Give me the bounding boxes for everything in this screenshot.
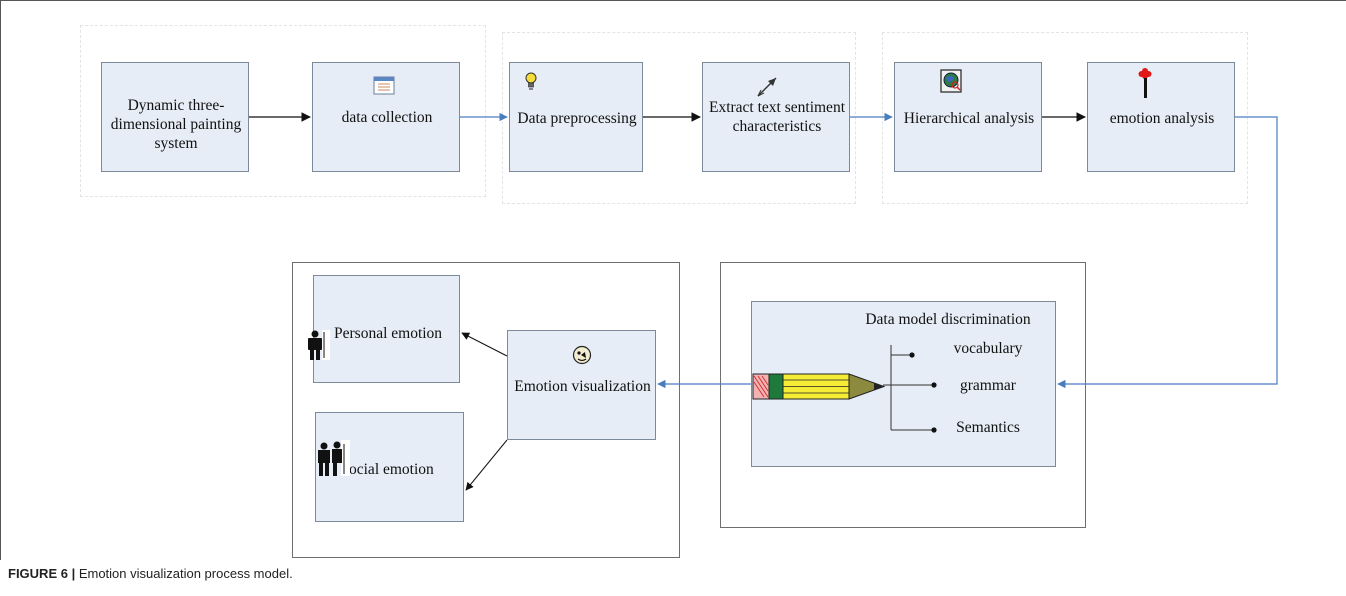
figure-border-left	[0, 0, 1, 560]
figure-caption: FIGURE 6 | Emotion visualization process…	[8, 566, 293, 581]
node-dynamic-system-label: Dynamic three-dimensional painting syste…	[110, 97, 242, 152]
node-extract-sentiment-label: Extract text sentiment characteristics	[708, 99, 845, 135]
arrow-dart-icon	[755, 73, 781, 104]
node-personal-emotion-label: Personal emotion	[334, 325, 443, 342]
node-data-collection-label: data collection	[341, 109, 433, 126]
arrow-visualization-to-social	[465, 439, 508, 491]
figure-caption-label: FIGURE 6 |	[8, 566, 76, 581]
node-emotion-analysis-label: emotion analysis	[1109, 110, 1215, 127]
group-input	[80, 25, 486, 197]
node-extract-sentiment: Extract text sentiment characteristics	[702, 62, 850, 172]
node-emotion-visualization: Emotion visualization	[507, 330, 656, 440]
branch-grammar-dot	[931, 382, 937, 388]
node-social-emotion-label: ocial emotion	[349, 461, 434, 478]
node-hierarchical-analysis-label: Hierarchical analysis	[903, 110, 1035, 127]
node-data-collection: data collection	[312, 62, 460, 172]
flower-icon	[1137, 65, 1153, 104]
node-data-model-discrimination: Data model discrimination vocabulary gra…	[751, 301, 1056, 467]
panel-discrimination	[720, 262, 1086, 528]
node-dynamic-system: Dynamic three-dimensional painting syste…	[101, 62, 249, 172]
lightbulb-icon	[524, 71, 538, 98]
branch-semantics-label: Semantics	[956, 419, 1020, 436]
figure-border-top	[0, 0, 1346, 1]
calendar-icon	[373, 75, 395, 100]
branch-grammar-label: grammar	[960, 377, 1016, 394]
panel-visualization	[292, 262, 680, 558]
people-icon	[316, 440, 350, 481]
pencil-icon	[752, 372, 892, 407]
arrow-emotion-to-discrimination	[1057, 116, 1278, 389]
node-data-preprocessing: Data preprocessing	[509, 62, 643, 172]
group-analysis	[882, 32, 1248, 204]
smiley-icon	[572, 345, 592, 370]
node-data-preprocessing-label: Data preprocessing	[517, 110, 637, 127]
globe-magnifier-icon	[940, 69, 962, 98]
node-emotion-analysis: emotion analysis	[1087, 62, 1235, 172]
branch-semantics-dot	[931, 427, 937, 433]
node-data-model-discrimination-label: Data model discrimination	[865, 311, 1031, 328]
person-icon	[306, 330, 330, 365]
node-emotion-visualization-label: Emotion visualization	[514, 378, 651, 395]
branch-vocabulary-dot	[909, 352, 915, 358]
node-hierarchical-analysis: Hierarchical analysis	[894, 62, 1042, 172]
node-personal-emotion: Personal emotion	[313, 275, 460, 383]
node-social-emotion: ocial emotion	[315, 412, 464, 522]
branch-vocabulary-label: vocabulary	[953, 340, 1023, 357]
figure-caption-text: Emotion visualization process model.	[78, 566, 293, 581]
arrow-visualization-to-personal	[461, 332, 508, 357]
